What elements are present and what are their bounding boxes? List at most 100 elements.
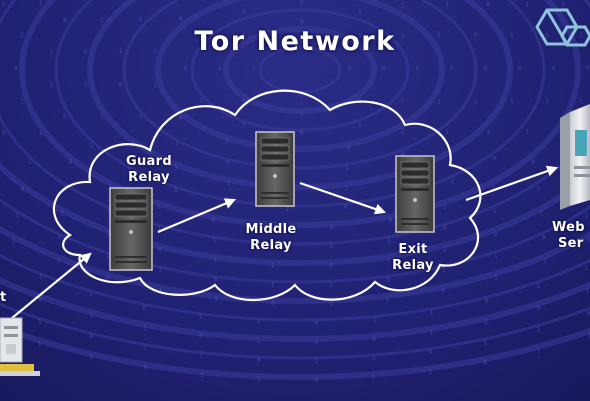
guard-relay-label-line2: Relay	[128, 170, 170, 185]
binary-digit: 0	[69, 159, 73, 166]
binary-ring	[54, 0, 546, 208]
binary-digit: 1	[89, 312, 93, 319]
binary-digit: 1	[157, 204, 161, 211]
binary-ring	[87, 0, 513, 190]
exit-relay-label-line2: Relay	[392, 258, 434, 273]
binary-digit: 1	[57, 258, 61, 265]
binary-digit: 0	[388, 217, 392, 224]
binary-digit: 0	[242, 98, 246, 105]
binary-digit: 1	[401, 98, 405, 105]
hexagon-cube-logo	[535, 8, 590, 47]
middle-relay-label-line1: Middle	[245, 222, 297, 237]
binary-digit: 0	[300, 38, 304, 45]
web-server-label: Web Ser	[548, 220, 590, 252]
binary-digit: 1	[119, 48, 123, 55]
binary-digit: 0	[144, 365, 148, 372]
binary-digit: 1	[138, 16, 142, 23]
binary-digit: 1	[242, 33, 246, 40]
binary-ring	[122, 0, 478, 170]
client-label: t	[0, 290, 7, 305]
binary-digit: 1	[537, 326, 541, 333]
binary-digit: 1	[358, 33, 362, 40]
exit-relay-label: Exit Relay	[376, 242, 450, 274]
binary-digit: 1	[100, 16, 104, 23]
binary-digit: 1	[242, 121, 246, 128]
binary-digit: 1	[50, 49, 54, 56]
binary-digit: 1	[345, 165, 349, 172]
binary-digit: 1	[451, 178, 455, 185]
binary-digit: 0	[84, 48, 88, 55]
binary-digit: 1	[143, 325, 147, 332]
binary-digit: 0	[257, 357, 261, 364]
binary-digit: 1	[39, 0, 43, 7]
vent-line	[115, 256, 147, 258]
drive-bay	[260, 145, 290, 153]
binary-digit: 1	[199, 314, 203, 321]
binary-digit: 1	[400, 3, 404, 10]
binary-digit: 0	[401, 151, 405, 158]
binary-digit: 0	[271, 243, 275, 250]
vent-line	[261, 197, 289, 199]
binary-digit: 0	[2, 130, 6, 137]
binary-digit: 1	[174, 165, 178, 172]
binary-digit: 0	[271, 300, 275, 307]
binary-digit: 0	[531, 159, 535, 166]
binary-digit: 0	[106, 275, 110, 282]
binary-ring	[0, 277, 590, 342]
guard-relay-label: Guard Relay	[112, 154, 186, 186]
binary-digit: 1	[38, 319, 42, 326]
binary-digit: 1	[400, 127, 404, 134]
binary-digit: 1	[242, 9, 246, 16]
floppy-slot	[401, 188, 429, 191]
binary-digit: 1	[510, 32, 514, 39]
binary-digit: 1	[20, 98, 24, 105]
binary-digit: 1	[437, 31, 441, 38]
binary-digit: 0	[14, 65, 18, 72]
binary-digit: 1	[445, 128, 449, 135]
drive-bay	[260, 153, 290, 161]
arrow-exit-to-web	[465, 165, 559, 202]
binary-digit: 1	[213, 257, 217, 264]
floppy-slot	[115, 220, 147, 223]
binary-digit: 1	[580, 32, 584, 39]
binary-digit: 1	[300, 111, 304, 118]
drive-bay	[114, 193, 148, 201]
binary-digit: 1	[2, 0, 6, 7]
binary-digit: 0	[214, 277, 218, 284]
binary-digit: 1	[330, 224, 334, 231]
binary-digit: 1	[106, 253, 110, 260]
binary-digit: 1	[428, 369, 432, 376]
binary-ring	[0, 198, 590, 284]
binary-digit: 1	[38, 340, 42, 347]
binary-digit: 1	[39, 274, 43, 281]
binary-digit: 0	[300, 130, 304, 137]
binary-digit: 1	[39, 130, 43, 137]
binary-digit: 0	[443, 225, 447, 232]
binary-digit: 1	[175, 141, 179, 148]
binary-digit: 1	[28, 159, 32, 166]
binary-digit: 0	[58, 235, 62, 242]
vent-line	[401, 218, 429, 220]
binary-digit: 1	[106, 231, 110, 238]
binary-digit: 1	[445, 2, 449, 9]
binary-digit: 1	[484, 319, 488, 326]
binary-digit: 1	[252, 65, 256, 72]
binary-digit: 1	[543, 258, 547, 265]
relay-servers	[109, 131, 435, 271]
binary-digit: 1	[271, 262, 275, 269]
web-server-icon	[560, 104, 590, 210]
floppy-slot	[261, 164, 289, 167]
binary-digit: 0	[329, 262, 333, 269]
web-server-label-line2: Ser	[558, 236, 584, 251]
binary-digit: 1	[12, 238, 16, 245]
binary-digit: 1	[214, 296, 218, 303]
binary-digit: 0	[184, 65, 188, 72]
binary-digit: 1	[561, 0, 565, 7]
binary-digit: 0	[588, 238, 590, 245]
circuit-arrows	[11, 165, 559, 319]
binary-digit: 1	[153, 83, 157, 90]
binary-digit: 0	[416, 65, 420, 72]
binary-digit: 1	[429, 329, 433, 336]
middle-relay-label-line2: Relay	[250, 238, 292, 253]
binary-digit: 1	[525, 128, 529, 135]
